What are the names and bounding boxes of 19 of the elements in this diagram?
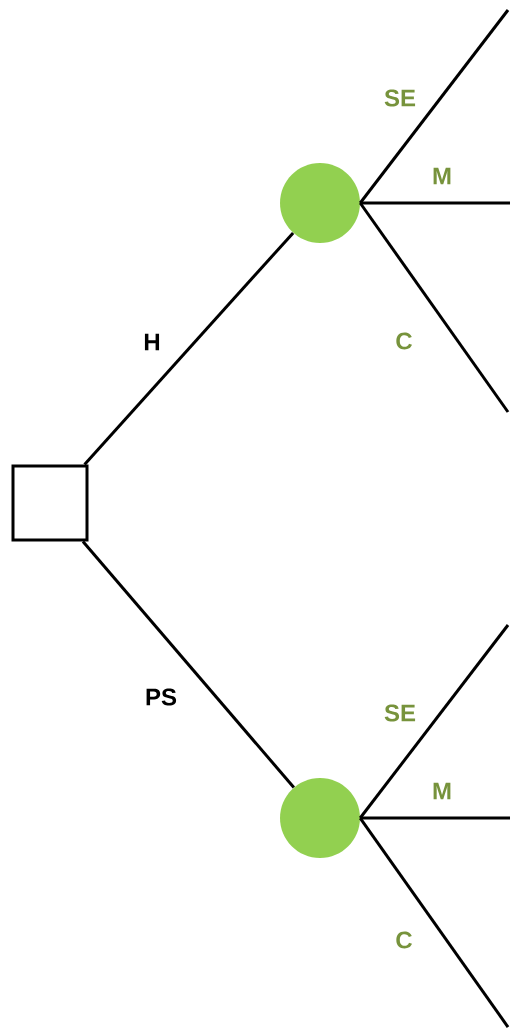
branch-line: [358, 202, 510, 413]
branch-line: [359, 624, 510, 819]
chance-circle: [280, 778, 360, 858]
edge-label: M: [433, 167, 451, 185]
edge-label: H: [144, 333, 160, 351]
branch-line: [360, 201, 510, 205]
edge-label: C: [396, 931, 412, 949]
edge-label: C: [396, 332, 412, 350]
branch-line: [359, 9, 510, 204]
branch-line: [81, 540, 295, 789]
edge-label: SE: [384, 89, 416, 107]
branch-line: [360, 816, 510, 820]
edge-label: M: [433, 782, 451, 800]
edge-label: PS: [146, 688, 177, 706]
chance-circle: [280, 163, 360, 243]
branch-line: [358, 817, 510, 1028]
edge-label: SE: [384, 704, 416, 722]
box-symbol: [11, 464, 89, 542]
branch-line: [83, 231, 295, 466]
